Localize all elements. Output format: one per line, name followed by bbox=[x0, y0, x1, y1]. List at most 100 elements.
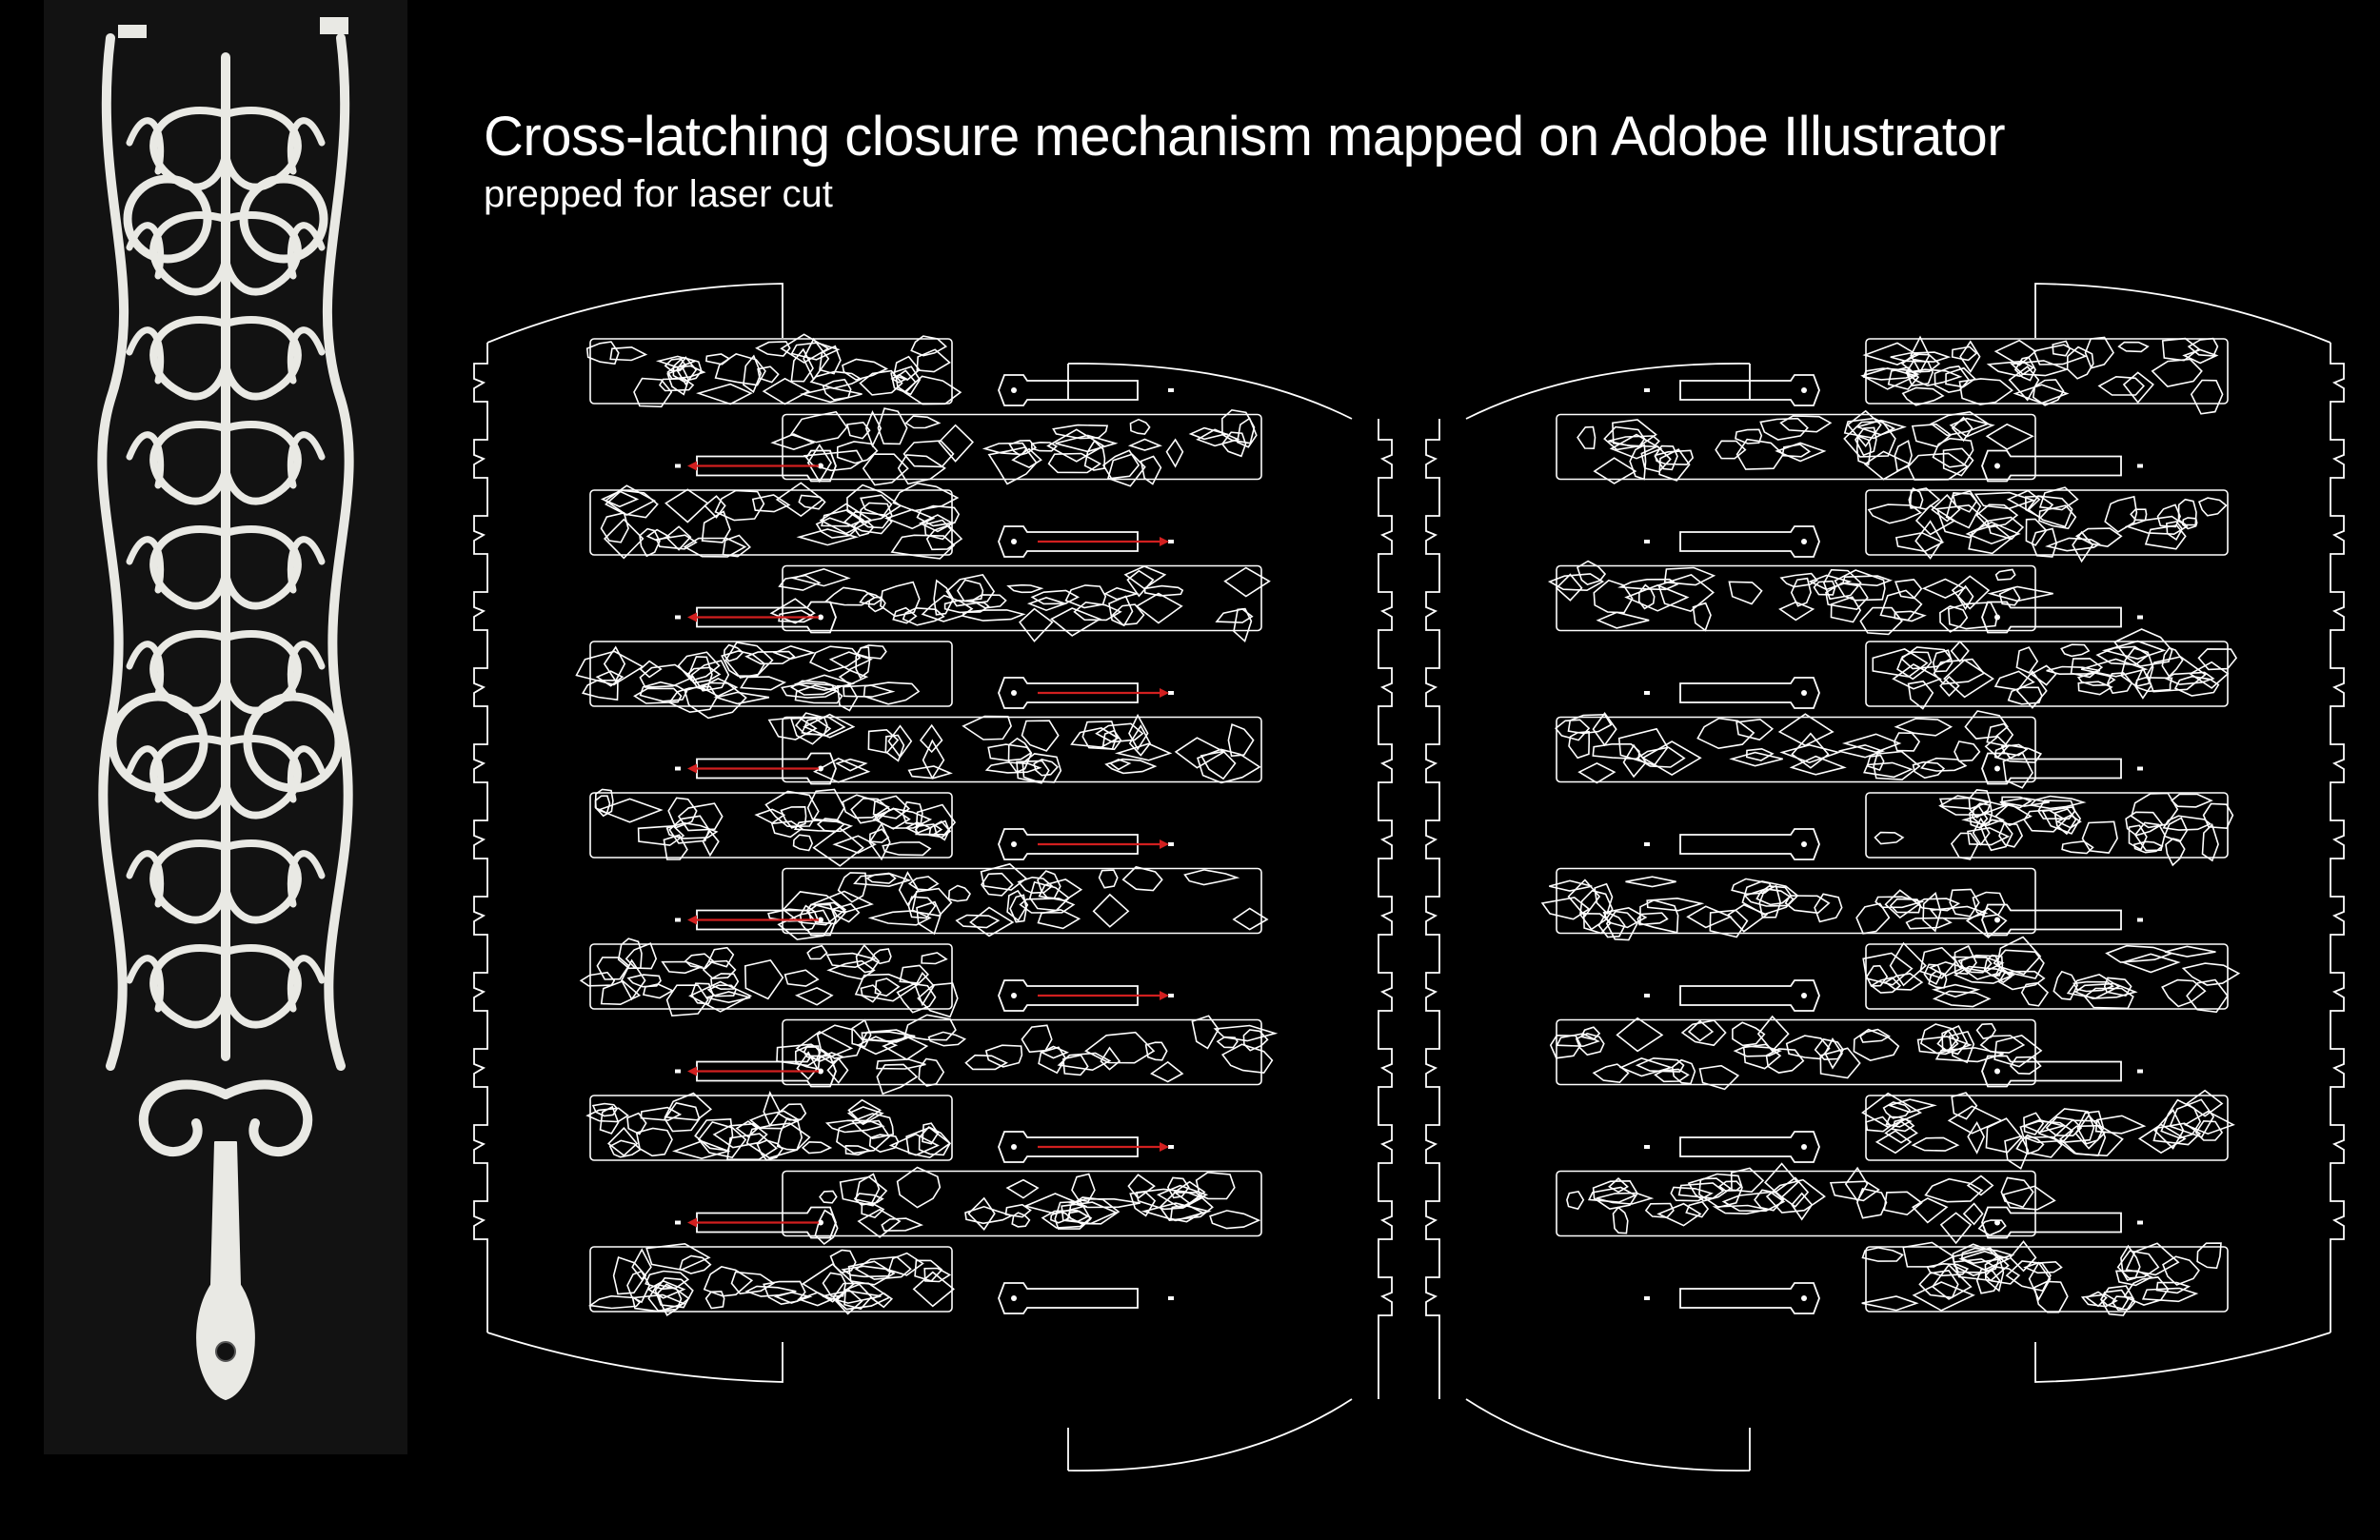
ornament-cutout bbox=[672, 356, 703, 383]
latch-row bbox=[1555, 710, 2143, 789]
ironwork-scroll bbox=[126, 326, 165, 385]
latch-comb-frame bbox=[1556, 1170, 2036, 1237]
ornament-cutout bbox=[917, 982, 959, 1018]
ornament-cutout bbox=[694, 1117, 734, 1152]
ornament-cutout bbox=[1861, 1247, 1904, 1262]
ornament-cutout bbox=[1635, 1056, 1685, 1073]
slot-marker bbox=[1644, 388, 1650, 392]
latch-comb-frame bbox=[782, 1018, 1262, 1086]
ornament-cutout bbox=[676, 356, 698, 386]
ornament-cutout bbox=[2052, 340, 2071, 357]
keyhole-pin bbox=[1994, 765, 2000, 772]
ironwork-ring bbox=[108, 692, 208, 793]
ironwork-scroll bbox=[222, 839, 302, 924]
ornament-cutout bbox=[1950, 640, 1970, 663]
panel-inner-bottom-arc bbox=[1067, 1398, 1353, 1471]
ornament-cutout bbox=[1900, 353, 1941, 373]
ornament-cutout bbox=[1625, 876, 1676, 888]
ornament-cutout bbox=[1953, 1257, 1997, 1273]
ornament-cutout bbox=[608, 1139, 643, 1158]
slot-marker bbox=[675, 766, 681, 771]
slot-marker bbox=[675, 464, 681, 468]
ornament-cutout bbox=[1901, 386, 1945, 406]
ornament-cutout bbox=[1862, 952, 1914, 986]
ornament-cutout bbox=[744, 650, 796, 665]
ornament-cutout bbox=[772, 644, 817, 661]
ornament-cutout bbox=[854, 1255, 912, 1280]
ornament-cutout bbox=[905, 1126, 952, 1158]
ironwork-scroll bbox=[287, 536, 326, 594]
ornament-cutout bbox=[1975, 503, 2019, 528]
ornament-cutout bbox=[2151, 358, 2203, 387]
ornament-cutout bbox=[665, 984, 709, 1017]
ornament-cutout bbox=[790, 347, 814, 383]
ornament-cutout bbox=[606, 1127, 639, 1157]
ornament-cutout bbox=[1019, 607, 1054, 642]
ornament-cutout bbox=[1894, 718, 1954, 737]
ornament-cutout bbox=[2033, 344, 2088, 365]
ornament-cutout bbox=[1914, 520, 1943, 560]
latch-row bbox=[575, 641, 1174, 720]
ornament-cutout bbox=[751, 494, 791, 513]
ornament-cutout bbox=[1884, 1120, 1918, 1144]
ornament-cutout bbox=[1889, 898, 1922, 914]
ornament-cutout bbox=[1995, 936, 2042, 976]
ornament-cutout bbox=[789, 410, 848, 444]
ornament-cutout bbox=[850, 1113, 895, 1139]
ornament-cutout bbox=[1935, 503, 1989, 539]
ornament-cutout bbox=[2023, 1112, 2045, 1135]
ornament-cutout bbox=[945, 574, 996, 607]
ornament-cutout bbox=[1030, 441, 1059, 452]
ironwork-scroll bbox=[138, 1079, 230, 1157]
ornament-cutout bbox=[1592, 1179, 1638, 1211]
ornament-cutout bbox=[956, 579, 984, 602]
ornament-cutout bbox=[1948, 1030, 1975, 1064]
slot-marker bbox=[675, 1220, 681, 1225]
ornament-cutout bbox=[1156, 1184, 1209, 1209]
ornament-cutout bbox=[2025, 518, 2048, 546]
ornament-cutout bbox=[859, 502, 893, 529]
ornament-cutout bbox=[1073, 601, 1122, 622]
ornament-cutout bbox=[836, 441, 879, 464]
ornament-cutout bbox=[1960, 1247, 2015, 1265]
ornament-cutout bbox=[2095, 645, 2150, 666]
ornament-cutout bbox=[916, 504, 961, 527]
ornament-cutout bbox=[1114, 742, 1173, 761]
ornament-cutout bbox=[1143, 584, 1184, 597]
ornament-cutout bbox=[1928, 960, 1966, 977]
ornament-cutout bbox=[2125, 1242, 2180, 1276]
top-hook bbox=[320, 17, 348, 34]
ornament-cutout bbox=[585, 1107, 629, 1123]
ornament-cutout bbox=[1597, 911, 1626, 938]
ironwork-scroll bbox=[149, 944, 229, 1029]
ornament-cutout bbox=[2137, 1123, 2187, 1155]
slot-marker bbox=[1644, 842, 1650, 846]
ornament-cutout bbox=[684, 953, 715, 970]
ornament-cutout bbox=[921, 594, 974, 622]
ornament-cutout bbox=[1874, 1130, 1913, 1155]
ornament-cutout bbox=[1977, 1219, 2007, 1236]
ornament-cutout bbox=[796, 528, 860, 546]
ornament-cutout bbox=[806, 944, 828, 960]
ornament-cutout bbox=[867, 909, 932, 926]
ornament-cutout bbox=[1932, 649, 1954, 673]
keyhole-pin bbox=[1994, 614, 2000, 621]
ornament-cutout bbox=[861, 1031, 916, 1042]
latch-comb-frame bbox=[589, 641, 953, 707]
ornament-cutout bbox=[925, 524, 963, 551]
ironwork-scroll bbox=[126, 641, 165, 699]
keyhole-pin bbox=[1011, 1295, 1017, 1301]
ornament-cutout bbox=[1070, 727, 1121, 748]
ironwork-scroll bbox=[126, 431, 165, 489]
latch-row bbox=[1547, 560, 2143, 636]
ornament-cutout bbox=[1183, 869, 1240, 886]
ornament-cutout bbox=[696, 383, 753, 405]
ornament-cutout bbox=[1729, 751, 1783, 767]
ornament-cutout bbox=[2122, 371, 2154, 405]
ornament-cutout bbox=[1889, 941, 1927, 987]
ornament-cutout bbox=[1814, 893, 1843, 923]
ironwork-scroll bbox=[287, 955, 326, 1013]
ornament-cutout bbox=[2024, 495, 2054, 519]
ornament-cutout bbox=[701, 510, 731, 543]
ornament-cutout bbox=[1549, 879, 1593, 892]
